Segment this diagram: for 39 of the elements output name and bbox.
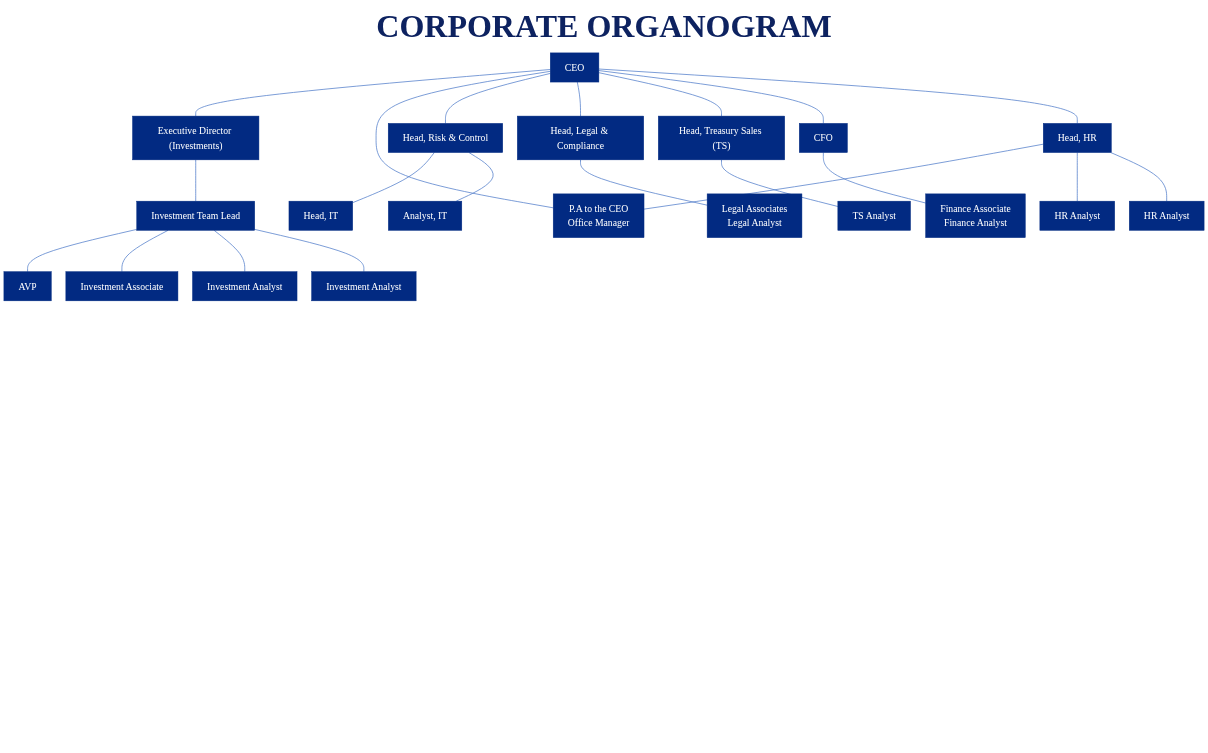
node-box: Head, Legal & Compliance [517, 115, 644, 161]
connector [576, 81, 581, 117]
node-box: HR Analyst [1129, 200, 1205, 231]
node-box: AVP [3, 271, 52, 302]
connector [1110, 152, 1168, 202]
connector [445, 73, 551, 124]
connector [254, 229, 365, 273]
node-box: CFO [799, 123, 848, 153]
node-box: Investment Analyst [311, 271, 417, 302]
connector [580, 159, 708, 206]
node-box: P.A to the CEO Office Manager [552, 193, 645, 238]
node-box: Head, Treasury Sales (TS) [658, 115, 785, 161]
node-box: Investment Analyst [192, 271, 298, 302]
connector [455, 152, 494, 202]
connector [27, 229, 138, 273]
node-box: TS Analyst [837, 200, 911, 231]
node-box: Finance Associate Finance Analyst [925, 193, 1026, 238]
connector [352, 152, 435, 204]
connector [822, 152, 926, 204]
node-box: CEO [550, 52, 600, 83]
connector [375, 70, 554, 209]
node-box: Investment Team Lead [136, 200, 255, 231]
node-box: Executive Director (Investments) [132, 115, 260, 161]
diagram-title: CORPORATE ORGANOGRAM [375, 8, 833, 45]
node-box: HR Analyst [1039, 200, 1115, 231]
node-box: Legal Associates Legal Analyst [706, 193, 803, 238]
connector [195, 69, 551, 117]
connector [1076, 152, 1078, 202]
node-box: Investment Associate [65, 271, 179, 302]
connector [598, 72, 722, 117]
node-box: Head, IT [288, 200, 353, 231]
connector [598, 70, 824, 124]
node-box: Head, Risk & Control [387, 123, 503, 153]
node-box: Analyst, IT [388, 200, 463, 231]
connector [121, 229, 169, 273]
connector [195, 159, 197, 202]
connector [213, 229, 246, 273]
node-box: Head, HR [1043, 123, 1112, 153]
connector [598, 68, 1078, 124]
